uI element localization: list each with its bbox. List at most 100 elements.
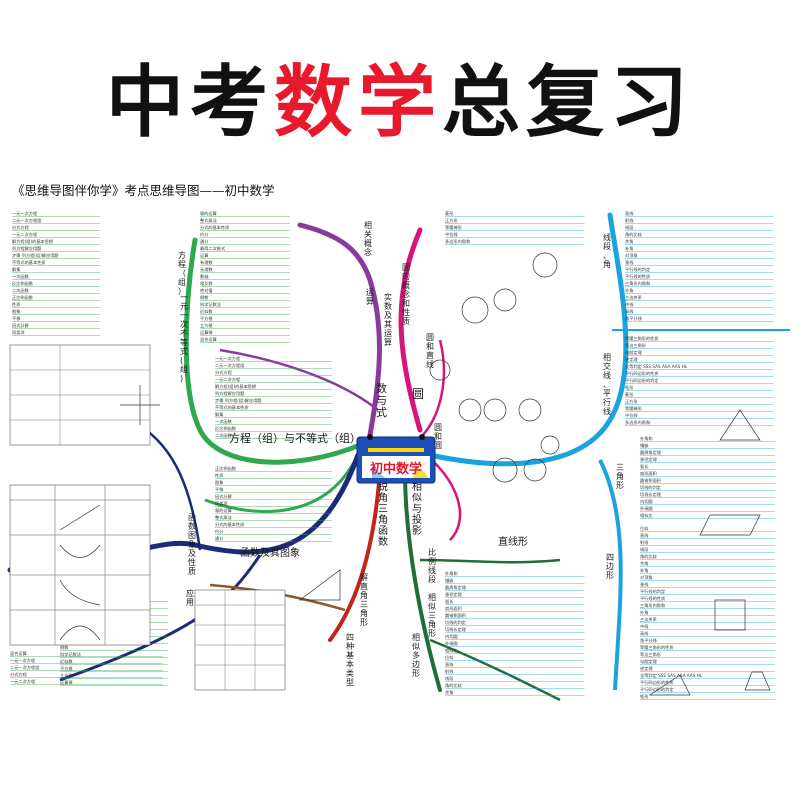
leftTexts-item: 立方根 — [60, 672, 73, 679]
rightTexts-item: 等腰三角形的性质 — [625, 335, 659, 342]
leftTexts-item: 科学记数法 — [200, 301, 221, 308]
label-four-types: 四种基本类型 — [346, 633, 354, 687]
svg-text:运算: 运算 — [366, 288, 374, 306]
label-functions: 函数及其图象 — [240, 546, 300, 559]
leftTexts-item: 平方根 — [200, 315, 213, 322]
leftTexts-item: 绝对值 — [200, 287, 213, 294]
rightTexts-item: 正方形 — [625, 398, 638, 405]
svg-text:实数及其运算: 实数及其运算 — [384, 292, 392, 347]
leftTexts-item: 因式分解 — [12, 322, 29, 329]
label-numbers-expressions: 数与式 — [376, 382, 387, 419]
label-similarity: 相似与投影 — [412, 480, 422, 537]
label-linear-inequality: 一元一次不等式(组) — [180, 293, 188, 383]
page-title: 中考数学总复习 — [0, 58, 800, 148]
leftTexts-item: 无理数 — [200, 266, 213, 273]
leftTexts-item: 解集 — [215, 411, 224, 418]
label-circle: 圆 — [412, 387, 424, 401]
rightTexts-item: 平行线的判定 — [640, 588, 665, 595]
label-equations: 方程（组） — [178, 250, 186, 296]
rightTexts-item: 三角形内角和 — [640, 602, 665, 609]
leftTexts-item: 科学记数法 — [60, 651, 81, 658]
leftTexts-item: 反比例函数 — [12, 280, 34, 287]
rightTexts-item: 中线 — [625, 301, 634, 308]
svg-text:四边形: 四边形 — [606, 553, 614, 580]
leftTexts-item: 同类项 — [215, 500, 228, 507]
rightTexts-item: 等腰梯形 — [625, 405, 643, 412]
label-quadrilateral: 四边形 — [606, 553, 614, 580]
leftTexts-item: 不等式的基本性质 — [12, 259, 46, 266]
label-application: 应用 — [186, 588, 194, 607]
rightTexts-item: 角的比较 — [445, 682, 463, 689]
label-operations: 运算 — [366, 288, 374, 306]
leftTexts-item: 倒数 — [60, 644, 69, 651]
svg-text:四种基本类型: 四种基本类型 — [346, 633, 354, 687]
shape-sketches — [648, 409, 771, 696]
rightTexts-item: 三边关系 — [640, 616, 657, 623]
rightTexts-item: 全等判定 SSS SAS ASA AAS HL — [640, 672, 703, 679]
rightTexts-item: 位似 — [640, 525, 649, 531]
leftTexts-item: 倒数 — [200, 294, 209, 301]
leftTexts-item: 二元一次方程组 — [12, 217, 41, 224]
svg-text:应用: 应用 — [186, 588, 194, 607]
leftTexts-item: 平移 — [12, 315, 20, 322]
rightTexts-item: 位似 — [445, 654, 454, 660]
rightTexts-item: 切线的判定 — [640, 484, 661, 491]
leftTexts-item: 图象 — [215, 479, 223, 486]
leftTexts-item: 正比例函数 — [215, 465, 237, 472]
label-intersecting: 相交线、平行线 — [603, 352, 611, 416]
rightTexts-item: 扇形面积 — [445, 605, 462, 612]
rightTexts-item: 角平分线 — [625, 315, 643, 322]
rightTexts-item: 角的比较 — [640, 553, 658, 560]
rightTexts-item: 平行四边形的性质 — [625, 370, 659, 377]
rightTexts-item: 外角 — [640, 609, 648, 616]
rightTexts-item: 圆锥侧面积 — [640, 477, 661, 484]
rightTexts-item: 外接圆 — [640, 505, 653, 512]
leftTexts-item: 分式的基本性质 — [215, 521, 244, 528]
rightTexts-item: 平行四边形的性质 — [640, 679, 674, 686]
label-lines-angles: 线段、角 — [603, 232, 611, 269]
svg-text:数与式: 数与式 — [376, 382, 387, 419]
svg-text:方程（组）: 方程（组） — [178, 250, 186, 296]
rightTexts-item: 补角 — [640, 567, 648, 574]
rightTexts-item: 镶嵌 — [445, 577, 453, 584]
svg-text:比例线段: 比例线段 — [428, 547, 436, 584]
rightTexts-item: 射线 — [640, 539, 649, 546]
leftTexts-item: 分式的基本性质 — [200, 224, 229, 231]
rightTexts-item: 外角和 — [445, 570, 458, 577]
leftTexts-item: 分式方程 — [10, 671, 28, 678]
rightTexts-item: 高线 — [625, 308, 634, 315]
leftTexts-item: 相反数 — [200, 280, 213, 287]
rightTexts-item: 平行线的判定 — [625, 266, 650, 273]
label-similar-triangles: 相似三角形 — [428, 592, 436, 638]
rightTexts-item: 中位线 — [625, 412, 638, 419]
rightTexts-item: 内切圆 — [445, 633, 458, 640]
leftTexts-item: 整式乘法 — [200, 217, 217, 224]
rightTexts-item: 余角 — [445, 689, 453, 696]
leftTexts-item: 正比例函数 — [12, 294, 34, 301]
leftTexts-item: 图象 — [12, 308, 20, 315]
leftTexts-item: 运算律 — [60, 679, 73, 686]
label-lines-shapes: 直线形 — [498, 535, 528, 548]
svg-text:三角形: 三角形 — [616, 463, 624, 490]
svg-text:圆的概念和性质: 圆的概念和性质 — [402, 263, 410, 326]
rightTexts-item: 等腰三角形的性质 — [640, 644, 674, 651]
leftTexts-item: 二次函数 — [12, 287, 30, 294]
svg-text:相似与投影: 相似与投影 — [412, 480, 422, 537]
leftTexts-item: 数轴 — [200, 273, 208, 280]
branch-cyan — [427, 212, 629, 467]
branch-darkgreen — [403, 468, 442, 692]
rightTexts-item: 多边形内角和 — [445, 238, 470, 245]
leftTexts-item: 分式方程 — [215, 369, 233, 376]
svg-text:圆和圆: 圆和圆 — [434, 423, 442, 450]
label-circle-lines: 圆和直线 — [426, 333, 434, 369]
rightTexts-item: 弧长 — [640, 463, 649, 470]
function-table — [9, 484, 151, 646]
leftTexts-item: 反比例函数 — [215, 425, 237, 432]
center-node[interactable]: 初中数学 — [356, 434, 436, 484]
leftTexts-item: 运算 — [200, 252, 208, 259]
rightTexts-item: 菱形 — [445, 210, 454, 217]
svg-text:圆: 圆 — [412, 387, 424, 401]
svg-text:相似多边形: 相似多边形 — [412, 632, 420, 678]
leftTexts-item: 约分 — [215, 528, 224, 535]
leftTexts-item: 一元二次方程 — [10, 678, 36, 685]
